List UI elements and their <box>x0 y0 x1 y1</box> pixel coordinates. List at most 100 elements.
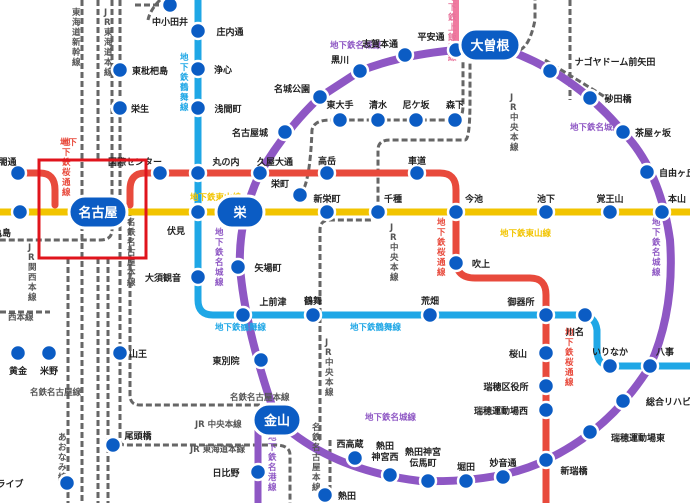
station-marker[interactable] <box>188 163 208 183</box>
station[interactable]: 久屋大通 <box>250 156 293 183</box>
station-marker[interactable] <box>188 98 208 118</box>
station[interactable]: 砂田橋 <box>580 88 632 108</box>
station[interactable]: 庄内通 <box>188 21 244 41</box>
station-marker[interactable] <box>8 163 28 183</box>
station[interactable]: 太閤通 <box>0 156 28 183</box>
station-marker[interactable] <box>188 59 208 79</box>
station-marker[interactable] <box>350 61 370 81</box>
station[interactable]: 妙音通 <box>489 457 517 487</box>
hub-station[interactable]: 栄 <box>214 194 266 230</box>
station[interactable]: 亀島 <box>0 202 30 239</box>
station[interactable]: 志賀本通 <box>362 38 415 65</box>
station[interactable]: 千種 <box>368 193 402 222</box>
station[interactable]: 自由ヶ丘 <box>637 162 690 182</box>
station-marker[interactable] <box>317 163 337 183</box>
station-marker[interactable] <box>110 343 130 363</box>
station-marker[interactable] <box>380 465 400 485</box>
station-marker[interactable] <box>446 202 466 222</box>
station-marker[interactable] <box>303 305 323 325</box>
station-marker[interactable] <box>536 202 556 222</box>
hub-marker[interactable] <box>458 27 522 63</box>
station-marker[interactable] <box>395 45 415 65</box>
station-marker[interactable] <box>406 110 426 130</box>
station[interactable]: 池下 <box>536 193 556 222</box>
station-marker[interactable] <box>536 343 556 363</box>
station[interactable]: 総合リハビリ <box>613 391 690 411</box>
station[interactable]: 上前津 <box>233 296 287 325</box>
station-marker[interactable] <box>456 471 476 491</box>
station[interactable]: 荒畑 <box>420 295 440 325</box>
station[interactable]: 黒川 <box>331 55 370 81</box>
station-marker[interactable] <box>536 400 556 420</box>
station[interactable]: 栄町 <box>270 178 310 205</box>
station[interactable]: 鶴舞 <box>303 295 323 325</box>
station-marker[interactable] <box>613 122 633 142</box>
station[interactable]: 名古屋城 <box>232 122 295 142</box>
station-marker[interactable] <box>580 88 600 108</box>
station-marker[interactable] <box>57 473 77 493</box>
station-marker[interactable] <box>103 435 123 455</box>
station[interactable]: 黄金 <box>8 343 28 377</box>
station[interactable]: 東大手 <box>326 99 354 130</box>
station-marker[interactable] <box>407 163 427 183</box>
station[interactable]: 浄心 <box>188 59 232 79</box>
station-marker[interactable] <box>233 305 253 325</box>
station[interactable]: ささしまライブ <box>0 473 77 493</box>
station-marker[interactable] <box>445 110 465 130</box>
station-marker[interactable] <box>310 87 330 107</box>
station[interactable]: 清水 <box>368 99 388 130</box>
station[interactable]: 尼ケ坂 <box>402 99 430 130</box>
station-marker[interactable] <box>10 202 30 222</box>
station[interactable]: 西高蔵 <box>336 438 365 468</box>
station-marker[interactable] <box>640 356 660 376</box>
station-marker[interactable] <box>251 350 271 370</box>
station[interactable]: 御器所 <box>506 296 556 325</box>
station[interactable]: 森下 <box>445 99 465 130</box>
station[interactable]: 中小田井 <box>152 0 188 28</box>
station[interactable]: 東枇杷島 <box>110 60 168 80</box>
station-marker[interactable] <box>110 60 130 80</box>
station-marker[interactable] <box>317 202 337 222</box>
station[interactable]: 瑞穂区役所 <box>483 376 556 396</box>
station[interactable]: ナゴヤドーム前矢田 <box>540 56 655 81</box>
station[interactable]: 名城公園 <box>274 83 330 107</box>
station[interactable]: 東別院 <box>212 350 271 370</box>
station-marker[interactable] <box>248 462 268 482</box>
station[interactable]: 新瑞橋 <box>536 450 588 477</box>
station-marker[interactable] <box>330 110 350 130</box>
station[interactable]: 吹上 <box>446 253 490 273</box>
hub-station[interactable]: 名古屋 <box>67 194 129 230</box>
station[interactable]: 八事 <box>640 346 674 376</box>
station-marker[interactable] <box>446 253 466 273</box>
station-marker[interactable] <box>188 202 208 222</box>
station-marker[interactable] <box>345 448 365 468</box>
station-marker[interactable] <box>8 343 28 363</box>
station[interactable]: 山王 <box>110 343 147 363</box>
station-marker[interactable] <box>188 267 208 287</box>
station[interactable]: 本山 <box>652 193 686 222</box>
station[interactable]: 桜山 <box>509 343 556 363</box>
hub-marker[interactable] <box>251 402 303 438</box>
station-marker[interactable] <box>652 202 672 222</box>
station-marker[interactable] <box>575 305 595 325</box>
station[interactable]: 車道 <box>407 155 427 183</box>
station[interactable]: 矢場町 <box>228 257 282 277</box>
station-marker[interactable] <box>600 356 620 376</box>
station-marker[interactable] <box>368 110 388 130</box>
station[interactable]: 尾頭橋 <box>103 430 152 455</box>
station[interactable]: 熱田 <box>315 485 356 503</box>
station-marker[interactable] <box>613 391 633 411</box>
station-marker[interactable] <box>150 163 170 183</box>
station[interactable]: 堀田 <box>456 461 476 491</box>
station-marker[interactable] <box>536 450 556 470</box>
station-marker[interactable] <box>536 305 556 325</box>
station[interactable]: 米野 <box>39 343 59 377</box>
hub-marker[interactable] <box>214 194 266 230</box>
station[interactable]: 日比野 <box>212 462 268 482</box>
station[interactable]: 瑞穂運動場西 <box>474 400 556 420</box>
station[interactable]: 大須観音 <box>145 267 208 287</box>
station-marker[interactable] <box>290 185 310 205</box>
station-marker[interactable] <box>637 162 657 182</box>
